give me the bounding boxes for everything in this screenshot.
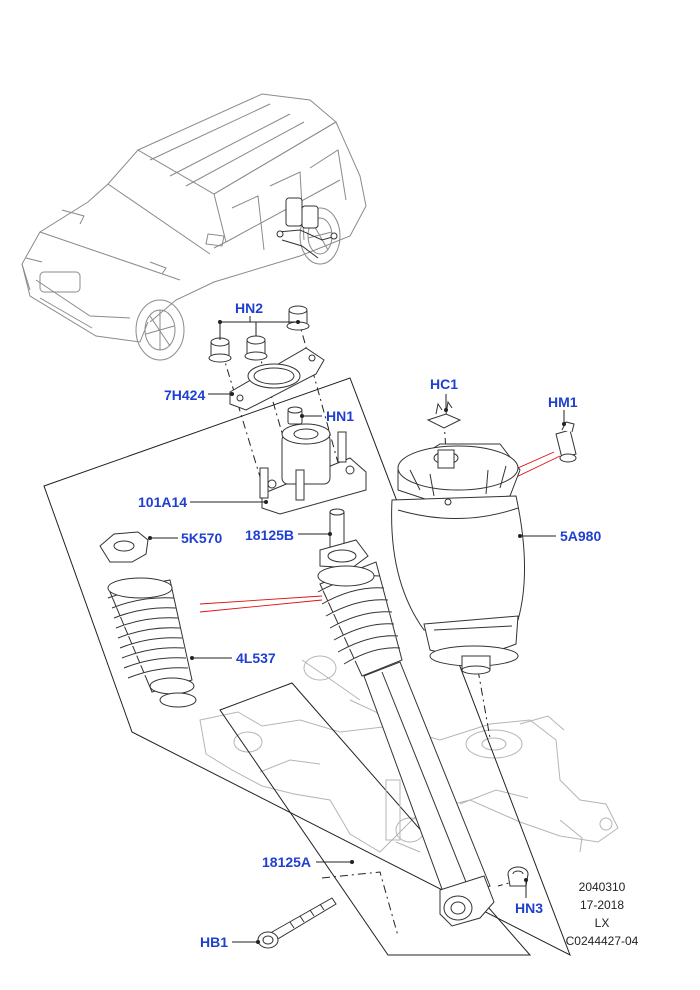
hn1-nut: [287, 406, 303, 425]
leader-dots: [148, 320, 566, 944]
gasket-plate-7h424: [229, 347, 325, 411]
callout-4l537: 4L537: [236, 650, 276, 666]
air-spring-5a980: [391, 443, 525, 675]
hb1-bolt: [257, 897, 337, 949]
callout-hb1: HB1: [200, 934, 229, 950]
top-mount-101a14: [259, 423, 367, 515]
subframe-ghost: [199, 655, 619, 853]
callout-5a980: 5A980: [560, 528, 602, 544]
callout-hn1: HN1: [326, 408, 355, 424]
hc1-clip: [426, 400, 462, 429]
reference-line-3: LX: [594, 916, 610, 930]
hn3-nut: [507, 866, 529, 887]
callout-hm1: HM1: [548, 394, 578, 410]
dust-boot-4l537: [107, 577, 197, 708]
callout-18125a: 18125A: [262, 854, 312, 870]
callout-7h424: 7H424: [164, 387, 206, 403]
leader-lines: [150, 316, 565, 943]
reference-line-2: 17-2018: [579, 898, 625, 912]
vehicle-suspension-location: [276, 197, 338, 259]
shock-absorber-18125: [317, 508, 495, 927]
reference-line-1: 2040310: [578, 880, 626, 894]
bump-stop-5k570: [99, 531, 149, 563]
vehicle-illustration: [21, 93, 367, 361]
reference-line-4: C0244427-04: [565, 934, 639, 948]
callout-hn2: HN2: [235, 300, 264, 316]
callout-hc1: HC1: [430, 376, 459, 392]
callout-hn3: HN3: [515, 900, 544, 916]
callout-18125b: 18125B: [245, 527, 295, 543]
callout-5k570: 5K570: [181, 530, 223, 546]
callout-101a14: 101A14: [138, 494, 188, 510]
